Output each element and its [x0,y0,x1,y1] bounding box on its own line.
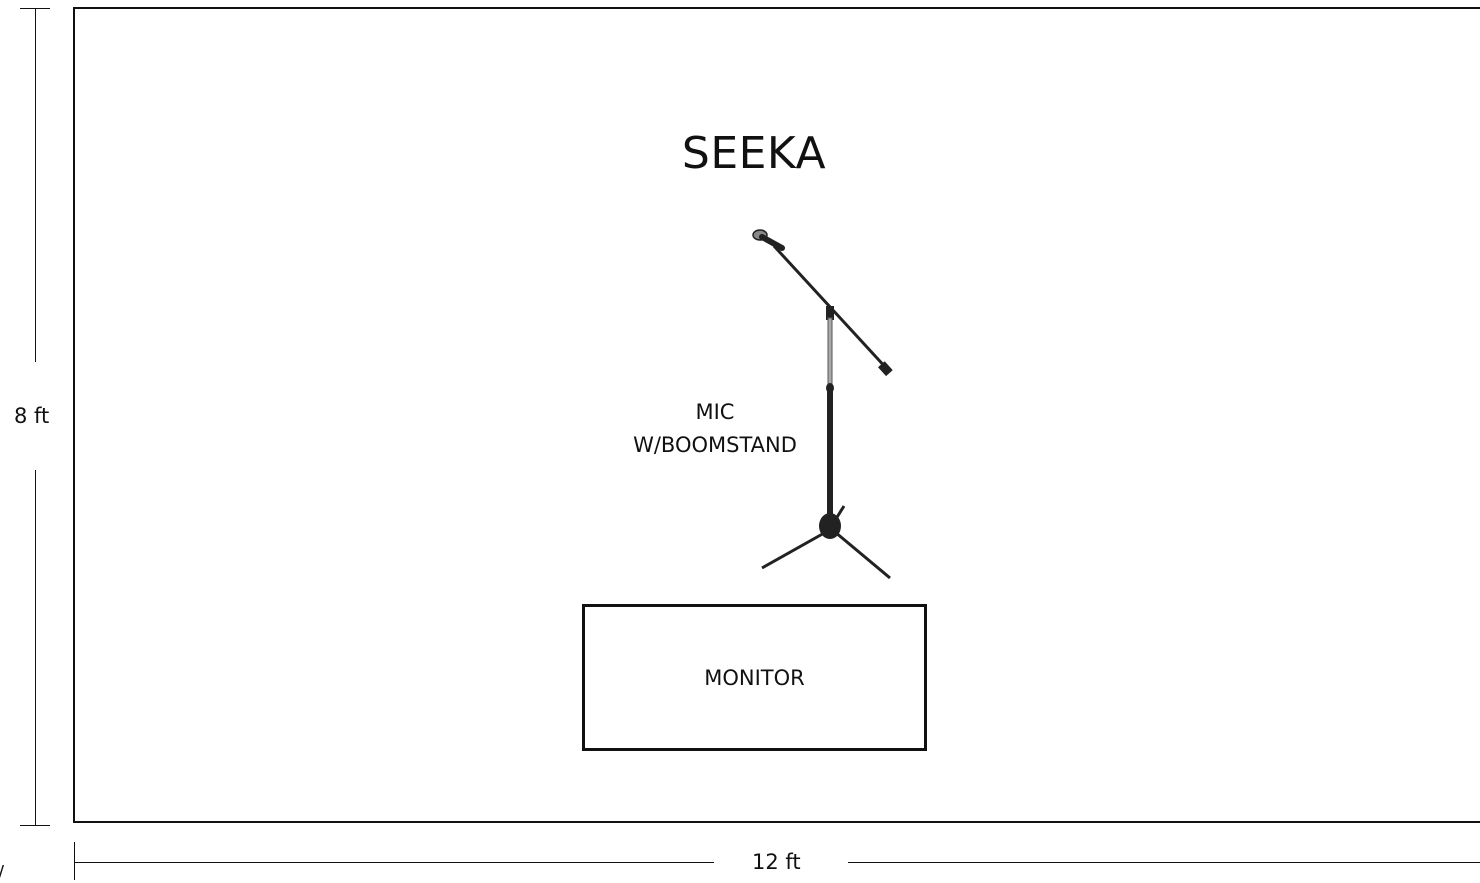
height-dimension-label: 8 ft [14,404,50,428]
height-dimension-cap-bottom [20,825,50,826]
mic-boomstand-icon [752,229,893,580]
monitor-box: MONITOR [582,604,927,751]
width-dimension-line-left [74,862,714,863]
mic-label: MIC W/BOOMSTAND [590,396,840,462]
width-dimension-line-right [848,862,1480,863]
monitor-label: MONITOR [704,665,805,690]
mic-label-line1: MIC [695,400,735,424]
stray-mark: / [0,862,4,883]
width-dimension-cap-left [74,842,75,880]
height-dimension-line-bottom [35,470,36,825]
performer-name: SEEKA [681,128,827,179]
mic-label-line2: W/BOOMSTAND [633,433,797,457]
stage-area [73,7,1480,823]
width-dimension-label: 12 ft [752,850,801,874]
height-dimension-line-top [35,8,36,362]
height-dimension-cap-top [20,8,50,9]
